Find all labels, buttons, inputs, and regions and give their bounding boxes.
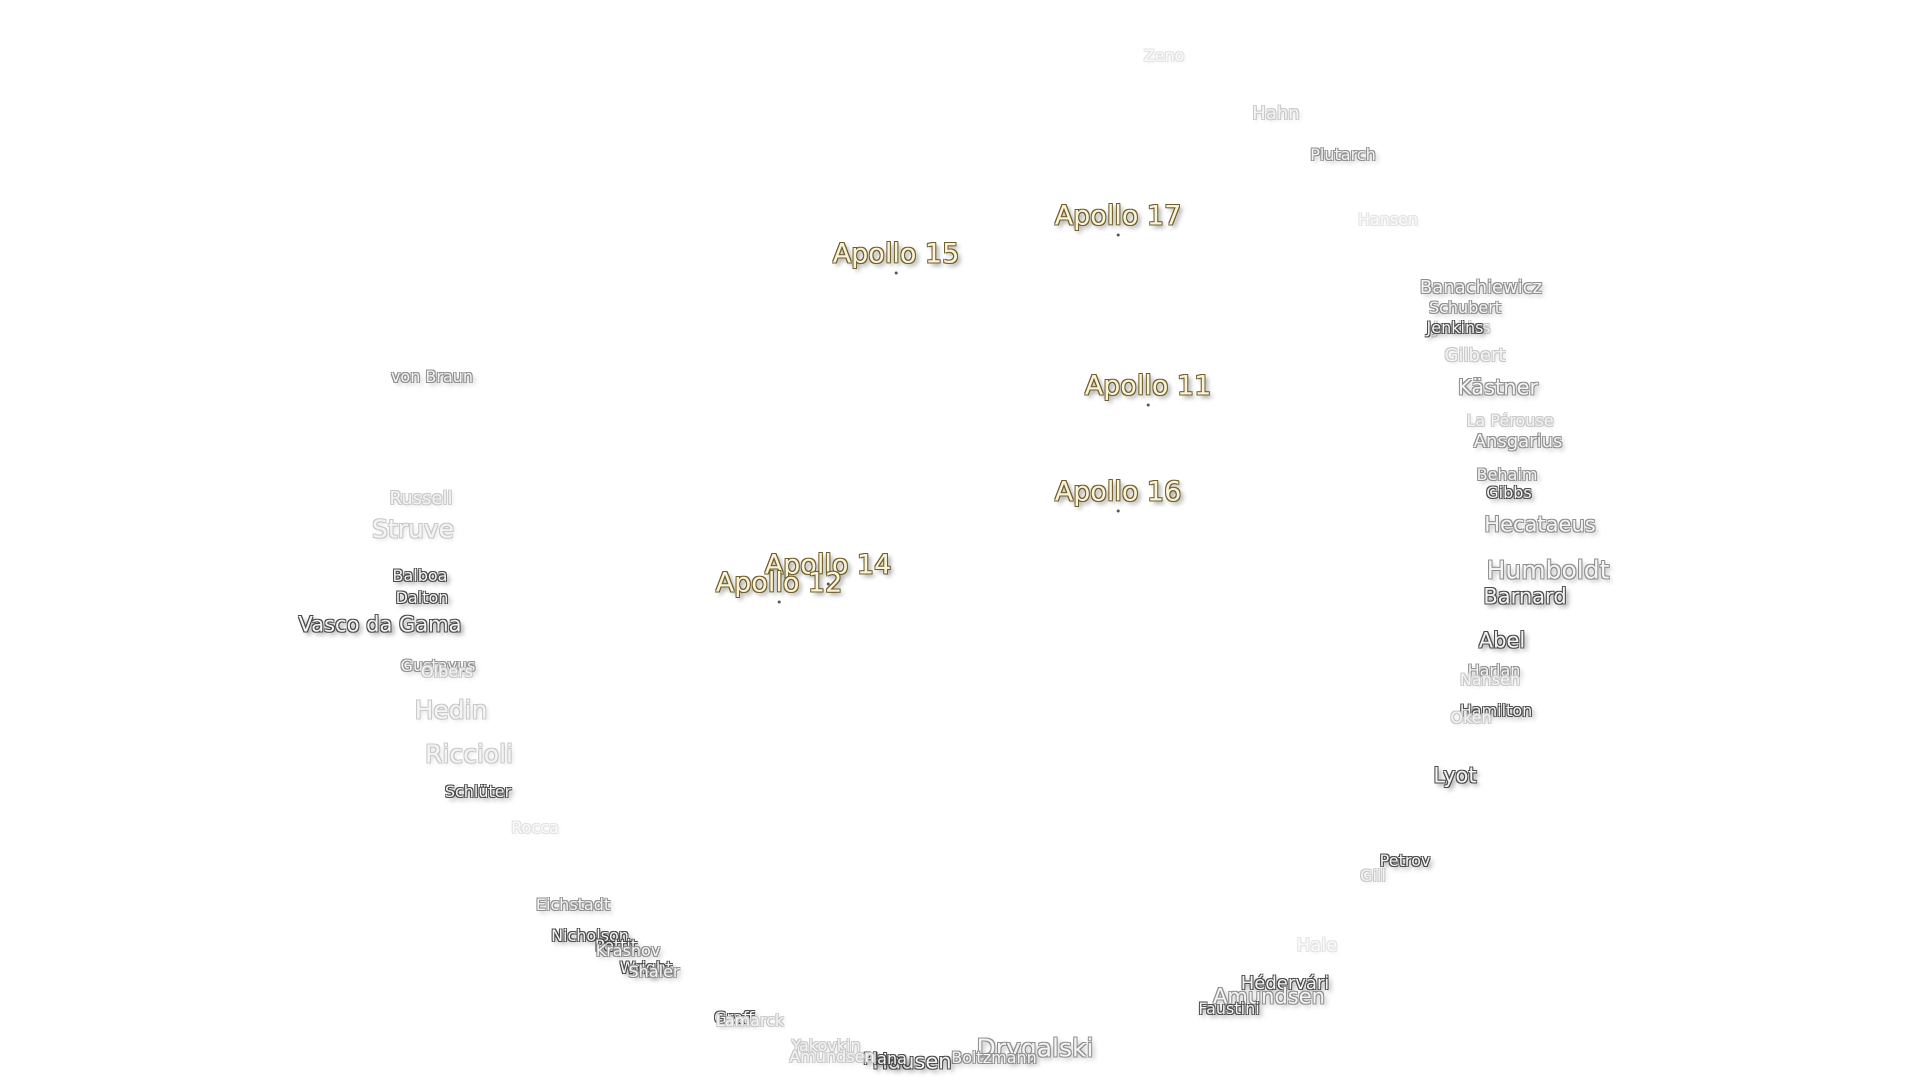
feature-label-drygalski: Drygalski bbox=[976, 1033, 1094, 1063]
feature-label-plana: Plana bbox=[863, 1049, 907, 1068]
feature-label-kastner: Kästner bbox=[1457, 375, 1539, 400]
feature-label-graff: Graff bbox=[714, 1008, 754, 1027]
feature-label-nicholson: Nicholson bbox=[551, 926, 629, 945]
feature-label-nansen: Nansen bbox=[1459, 670, 1521, 689]
feature-label-shaler: Shaler bbox=[628, 962, 680, 981]
feature-label-jenkins: Jenkins bbox=[1426, 318, 1484, 337]
feature-label-lyot: Lyot bbox=[1433, 763, 1477, 788]
feature-label-harlan: Harlan bbox=[1467, 661, 1521, 680]
feature-label-humboldt: Humboldt bbox=[1486, 555, 1610, 585]
feature-label-la-perouse: La Pérouse bbox=[1466, 411, 1554, 430]
feature-label-struve: Struve bbox=[372, 514, 454, 544]
feature-label-balboa: Balboa bbox=[392, 566, 448, 585]
apollo-17-label: Apollo 17 bbox=[1054, 200, 1182, 237]
feature-label-hansen: Hansen bbox=[1357, 210, 1419, 229]
feature-label-banachiewicz: Banachiewicz bbox=[1419, 277, 1543, 298]
feature-label-hecataeus: Hecataeus bbox=[1484, 512, 1596, 537]
feature-label-ansgarius: Ansgarius bbox=[1473, 431, 1563, 452]
feature-label-hamilton: Hamilton bbox=[1459, 701, 1533, 720]
feature-label-lamarck: Lamarck bbox=[715, 1011, 785, 1030]
apollo-12-label: Apollo 12 bbox=[715, 567, 843, 604]
feature-label-hausen: Hausen bbox=[872, 1049, 952, 1074]
feature-label-dalton: Dalton bbox=[395, 588, 449, 607]
apollo-14-label: Apollo 14 bbox=[764, 549, 892, 586]
feature-label-schubert: Schubert bbox=[1428, 298, 1502, 317]
feature-label-amundsen-faint: Amundsen bbox=[789, 1047, 875, 1066]
feature-label-barnard: Barnard bbox=[1483, 584, 1567, 609]
apollo-16-label: Apollo 16 bbox=[1054, 476, 1182, 513]
feature-label-oken: Oken bbox=[1450, 708, 1492, 727]
feature-label-krasnov: Krasnov bbox=[595, 941, 661, 960]
feature-label-gilbert: Gilbert bbox=[1444, 345, 1506, 366]
feature-label-jenkins-faint: Jenkins bbox=[1433, 318, 1491, 337]
feature-label-plutarch: Plutarch bbox=[1310, 145, 1376, 164]
feature-label-petrov: Petrov bbox=[1379, 851, 1431, 870]
feature-label-russell: Russell bbox=[389, 488, 453, 509]
feature-label-von-braun: von Braun bbox=[390, 367, 474, 386]
apollo-15-label: Apollo 15 bbox=[832, 238, 960, 275]
feature-label-gill: Gill bbox=[1360, 866, 1386, 885]
feature-label-boltzmann: Boltzmann bbox=[951, 1048, 1037, 1067]
feature-label-amundsen: Amundsen bbox=[1213, 984, 1325, 1009]
feature-label-hedin: Hedin bbox=[414, 695, 488, 725]
feature-label-faustini: Faustini bbox=[1198, 999, 1260, 1018]
feature-label-schluter: Schlüter bbox=[444, 782, 512, 801]
feature-label-gustavus: Gustavus bbox=[400, 656, 476, 675]
feature-label-zeno: Zeno bbox=[1143, 46, 1185, 65]
feature-label-behaim: Behaim bbox=[1476, 465, 1538, 484]
feature-label-gibbs: Gibbs bbox=[1486, 483, 1532, 502]
feature-label-hahn: Hahn bbox=[1252, 103, 1300, 124]
feature-label-pettit: Pettit bbox=[594, 936, 638, 955]
feature-label-yakovkin: Yakovkin bbox=[791, 1036, 861, 1055]
feature-label-rocca: Rocca bbox=[511, 818, 559, 837]
feature-label-hale: Hale bbox=[1296, 935, 1338, 956]
feature-label-olbers: Olbers bbox=[421, 662, 473, 681]
feature-label-abel: Abel bbox=[1478, 628, 1526, 653]
apollo-11-label: Apollo 11 bbox=[1084, 370, 1212, 407]
feature-label-vasco-da-gama: Vasco da Gama bbox=[298, 612, 462, 637]
feature-label-wright: Wright bbox=[619, 958, 673, 977]
feature-label-eichstadt: Eichstadt bbox=[535, 895, 611, 914]
feature-label-hedervari: Hédervári bbox=[1240, 973, 1330, 994]
feature-label-riccioli: Riccioli bbox=[425, 739, 513, 769]
